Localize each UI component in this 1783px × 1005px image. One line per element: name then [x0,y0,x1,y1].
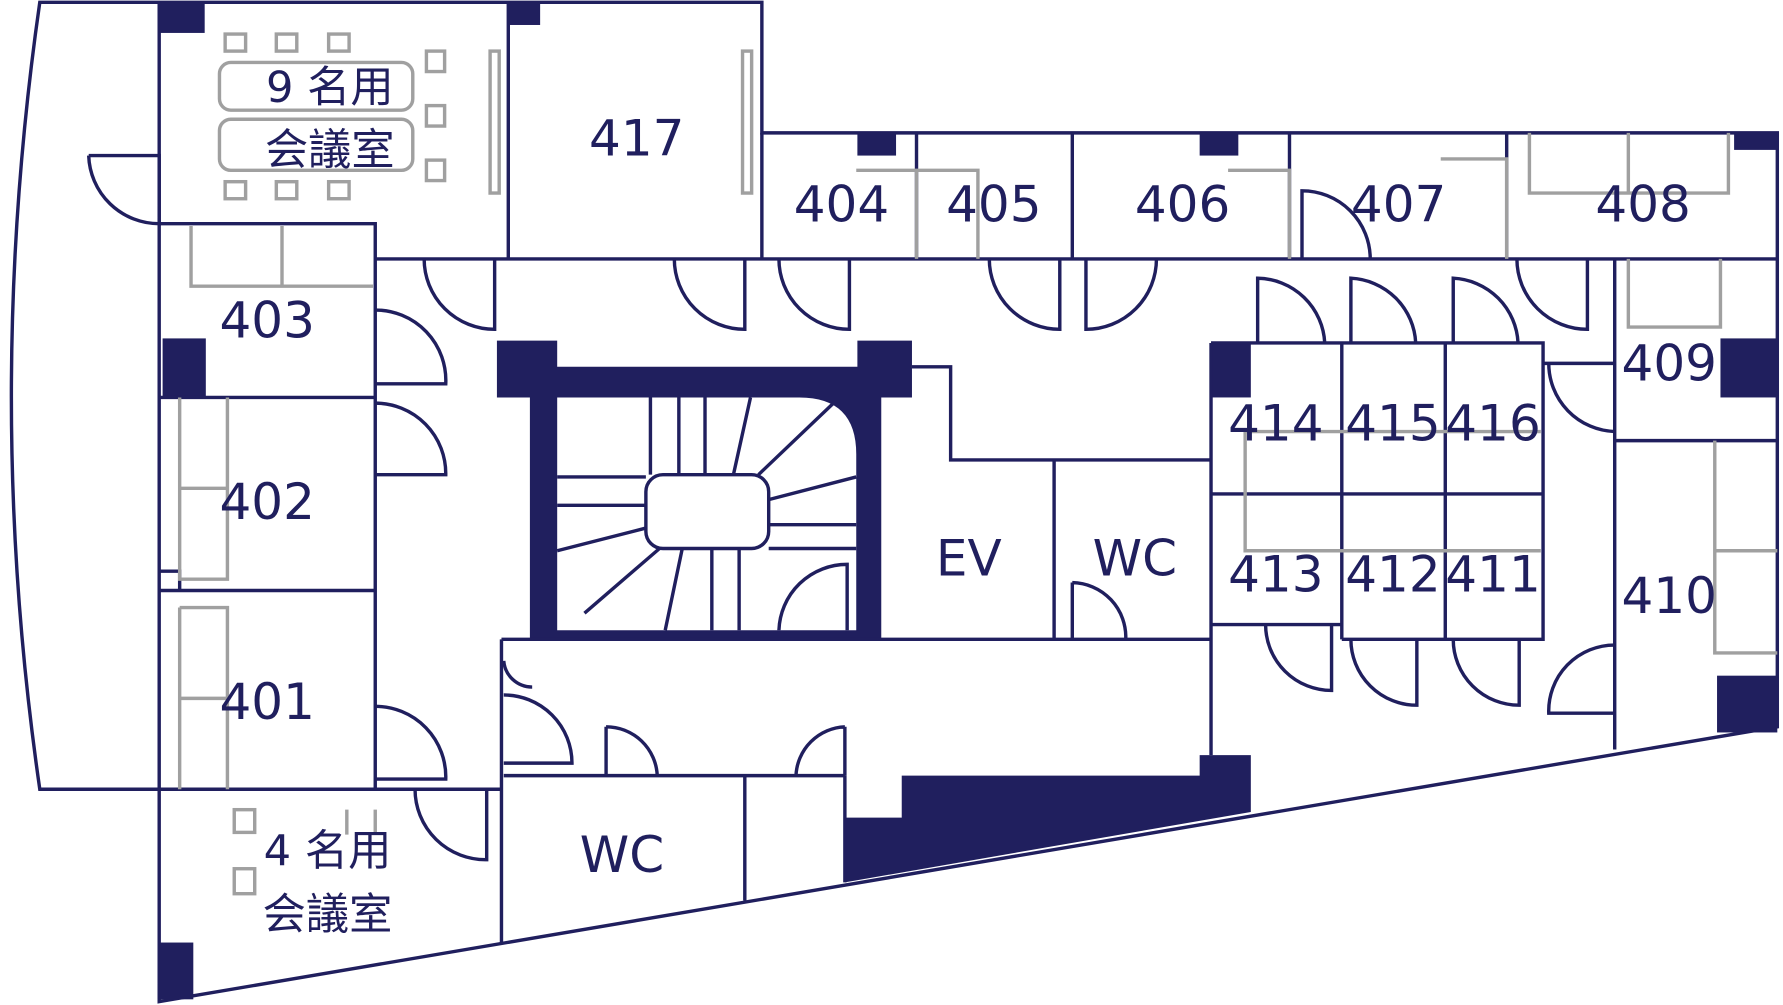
room-413: 413 [1228,546,1323,604]
meeting-room-4-label-2: 会議室 [263,890,393,940]
stairwell [496,340,912,640]
doors [86,153,1615,862]
room-labels: 9 名用 会議室 4 名用 会議室 417 404 405 406 407 40… [219,63,1717,940]
outer-wall [9,0,1780,1004]
wc-upper-label: WC [1093,530,1177,588]
room-404: 404 [794,175,889,233]
room-415: 415 [1345,395,1440,453]
room-408: 408 [1595,175,1690,233]
room-412: 412 [1345,546,1440,604]
room-417: 417 [589,110,684,168]
room-407: 407 [1351,175,1446,233]
structural-columns [159,2,1778,1000]
meeting-room-9-label: 9 名用 [266,63,394,113]
room-411: 411 [1445,546,1540,604]
room-416: 416 [1445,395,1540,453]
room-405: 405 [946,175,1041,233]
room-402: 402 [219,473,314,531]
room-414: 414 [1228,395,1323,453]
room-401: 401 [219,673,314,731]
room-403: 403 [219,291,314,349]
meeting-room-9-label-2: 会議室 [265,126,395,176]
meeting-room-4-label: 4 名用 [264,826,392,876]
wc-lower-label: WC [580,826,664,884]
furniture [177,32,1778,896]
room-406: 406 [1135,175,1230,233]
room-409: 409 [1622,334,1717,392]
room-410: 410 [1622,567,1717,625]
elevator-label: EV [936,530,1002,588]
